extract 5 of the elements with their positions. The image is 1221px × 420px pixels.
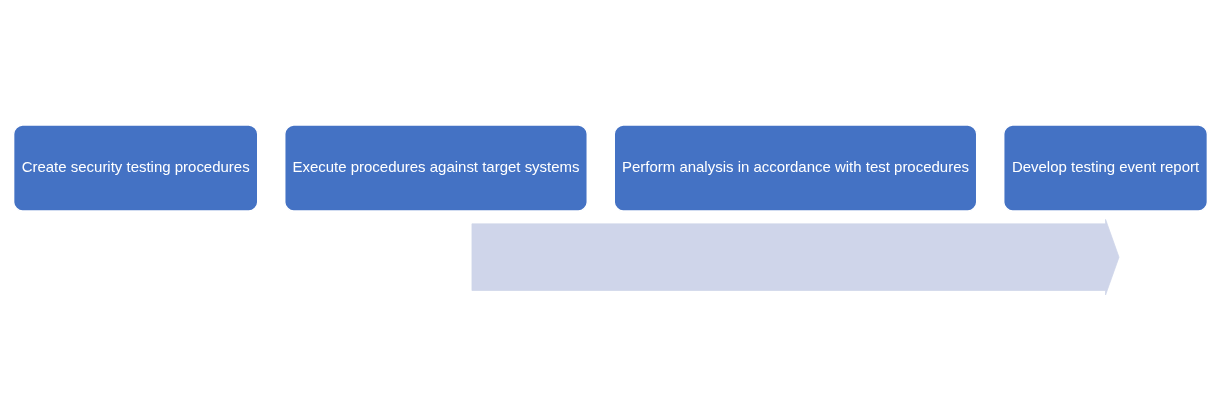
node-box: Develop testing event report bbox=[1002, 124, 1209, 212]
node-arrow bbox=[471, 219, 1120, 296]
node-box: Execute procedures against target systems bbox=[283, 124, 589, 212]
node-box: Perform analysis in accordance with test procedures bbox=[613, 124, 978, 212]
node-box: Create security testing procedures bbox=[12, 124, 259, 212]
